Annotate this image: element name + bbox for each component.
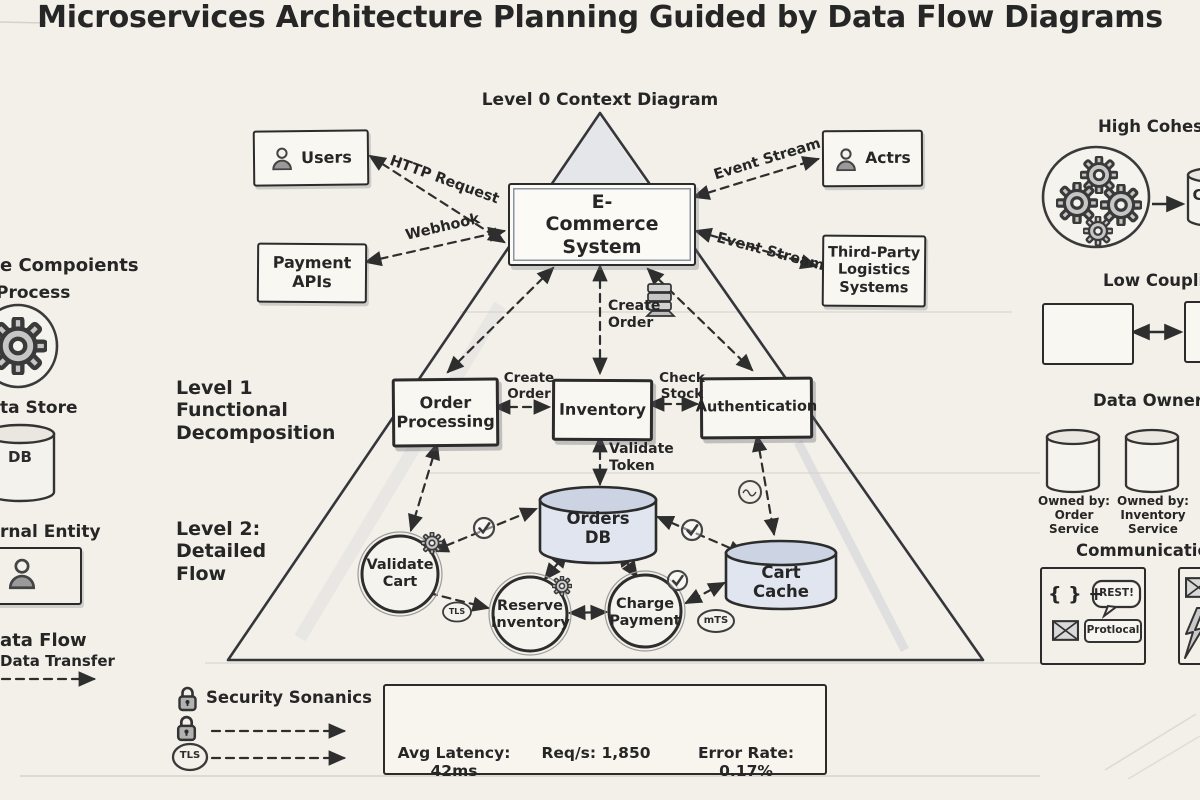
orders-db-label: Orders DB: [566, 509, 630, 548]
cart-cache-cylinder: [724, 539, 838, 611]
inventory-label: Inventory: [558, 399, 647, 419]
create-order-flow-label: Create Order: [503, 370, 555, 402]
order-processing-box: Order Processing: [391, 377, 500, 448]
owned-by-inventory-label: Owned by: Inventory Service: [1117, 494, 1189, 537]
security-lock-icons: [171, 686, 209, 772]
payment-apis-label: Payment APIs: [272, 252, 352, 292]
protocol-badge-icon: [1084, 619, 1142, 643]
charge-payment-label: Charge Payment: [609, 596, 681, 630]
low-coupling-heading: Low Coupling: [1103, 271, 1200, 290]
logistics-box: Third-Party Logistics Systems: [821, 234, 927, 308]
cart-cache-label: Cart Cache: [753, 563, 809, 602]
error-rate-metric: Error Rate: 0.17%: [697, 744, 795, 781]
level2-heading: Level 2: Detailed Flow: [176, 518, 267, 585]
legend-process-label: Process: [0, 283, 71, 303]
legend-entity-box: [0, 547, 82, 605]
tls-badge-small-icon: [442, 601, 472, 623]
check-stock-flow-label: Check Stock: [659, 370, 705, 402]
metrics-panel: [383, 684, 827, 775]
users-box: Users: [252, 129, 370, 187]
page-title: Microservices Architecture Planning Guid…: [37, 0, 1163, 35]
rps-metric: Req/s: 1,850: [541, 744, 651, 762]
actors-box: Actrs: [821, 129, 924, 188]
cohesion-cylinder-label: C: [1192, 186, 1200, 204]
comm-box-left: [1040, 567, 1146, 665]
auth-scribble-badge-icon: [738, 480, 762, 504]
process-circles: [357, 531, 686, 656]
legend-db-label: DB: [8, 448, 32, 466]
inventory-box: Inventory: [551, 378, 654, 442]
user-icon: [834, 147, 858, 171]
legend-data-flow-label: ata Flow: [0, 630, 87, 651]
validate-cart-label: Validate Cart: [366, 557, 434, 591]
data-ownership-heading: Data Ownership: [1093, 391, 1200, 410]
reserve-inventory-label: Reserve Inventory: [491, 598, 570, 632]
coupling-box-right: [1184, 301, 1200, 363]
legend-data-store-label: ta Store: [0, 398, 78, 418]
ownership-cylinders: [1045, 428, 1180, 494]
mtls-badge-icon: [697, 609, 735, 633]
principle-arrows: [1130, 195, 1186, 341]
rest-bubble-icon: [1091, 579, 1142, 619]
tls-small-badge-label: TLS: [448, 607, 466, 616]
authentication-label: Authentication: [695, 399, 818, 416]
order-processing-label: Order Processing: [396, 392, 495, 431]
comm-box-right: [1178, 567, 1200, 665]
owned-by-order-label: Owned by: Order Service: [1038, 494, 1110, 537]
level1-heading: Level 1 Functional Decomposition: [176, 377, 336, 444]
legend-db-cylinder: [0, 423, 56, 503]
high-cohesion-heading: High Cohesion: [1098, 117, 1200, 136]
communication-heading: Communication Patterns: [1076, 541, 1200, 560]
legend-process-icon: [0, 303, 59, 389]
validate-token-label: Validate Token: [609, 441, 674, 474]
cohesion-cylinder: [1186, 168, 1200, 226]
rest-label: REST!: [1099, 587, 1134, 599]
logistics-label: Third-Party Logistics Systems: [827, 244, 921, 296]
users-label: Users: [301, 147, 352, 167]
orders-db-cylinder: [538, 485, 658, 565]
ecommerce-system-box: E-Commerce System: [508, 183, 696, 266]
mtls-badge-label: mTS: [703, 615, 729, 626]
server-stack-icon: [644, 283, 677, 317]
braces-label: { } +: [1048, 583, 1105, 605]
lightning-icon: [1184, 607, 1200, 659]
actors-label: Actrs: [865, 149, 911, 168]
user-icon: [270, 146, 294, 170]
paper-texture-lines: [0, 21, 1200, 780]
legend-components-heading: e Compoients: [0, 255, 139, 276]
authentication-box: Authentication: [696, 376, 817, 440]
legend-tls-label: TLS: [179, 750, 201, 761]
latency-metric: Avg Latency: 42ms: [397, 744, 511, 781]
high-cohesion-icon: [1041, 145, 1151, 249]
payment-apis-box: Payment APIs: [256, 242, 368, 304]
coupling-box-left: [1042, 303, 1134, 365]
level0-heading: Level 0 Context Diagram: [481, 90, 719, 110]
create-order-center-label: Create Order: [608, 298, 661, 331]
protocol-label: Protlocal: [1086, 624, 1140, 636]
legend-data-transfer-label: Data Transfer: [0, 652, 115, 670]
ecommerce-system-label: E-Commerce System: [545, 190, 659, 258]
security-heading: Security Sonanics: [206, 688, 372, 707]
legend-entity-label: rnal Entity: [0, 522, 101, 542]
